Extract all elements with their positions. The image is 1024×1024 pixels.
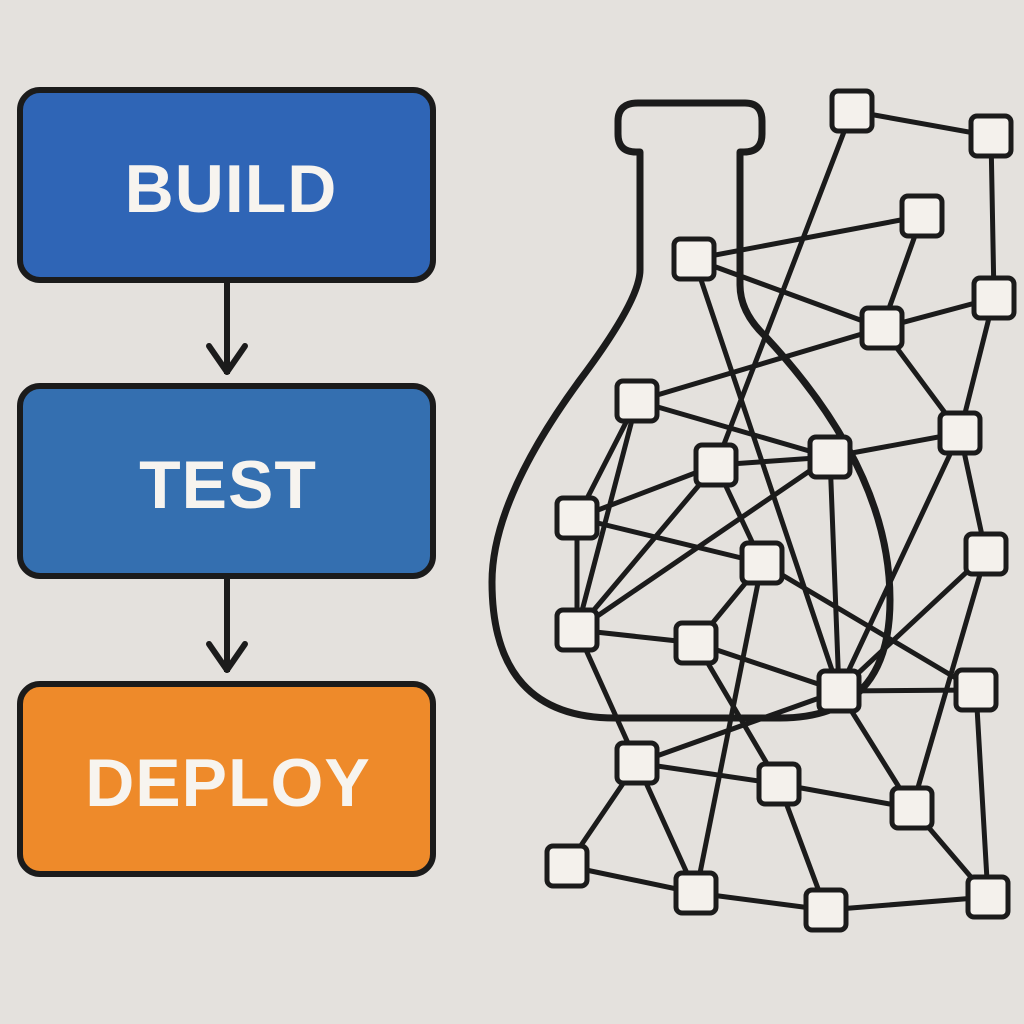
square-node-icon	[889, 785, 935, 831]
square-node-icon	[968, 113, 1014, 159]
graph-edge	[634, 760, 782, 787]
graph-edge	[973, 687, 991, 900]
graph-edge	[693, 560, 765, 896]
square-node-icon	[963, 531, 1009, 577]
graph-edge	[827, 454, 842, 694]
square-node-icon	[554, 607, 600, 653]
graph-edge	[634, 325, 885, 404]
square-node-icon	[673, 870, 719, 916]
arrow-build-to-test	[206, 282, 248, 375]
stage-test-box	[17, 383, 436, 579]
network-nodes	[544, 88, 1017, 933]
square-node-icon	[693, 442, 739, 488]
square-node-icon	[554, 495, 600, 541]
square-node-icon	[756, 761, 802, 807]
square-node-icon	[829, 88, 875, 134]
pipeline: BUILD TEST DEPLOY	[17, 87, 436, 877]
graph-edge	[823, 894, 991, 913]
graph-edge	[693, 640, 842, 694]
square-node-icon	[807, 434, 853, 480]
graph-edge	[849, 108, 994, 139]
graph-edge	[691, 213, 925, 262]
graph-edge	[988, 133, 997, 301]
graph-edge	[574, 454, 833, 633]
arrow-test-to-deploy	[206, 578, 248, 673]
square-node-icon	[816, 668, 862, 714]
stage-build-label: BUILD	[125, 151, 338, 227]
square-node-icon	[614, 740, 660, 786]
stage-deploy: DEPLOY	[17, 681, 436, 877]
graph-edge	[909, 551, 989, 811]
square-node-icon	[953, 667, 999, 713]
graph-edge	[713, 108, 855, 468]
stage-build: BUILD	[17, 87, 436, 283]
graph-edge	[693, 640, 782, 787]
square-node-icon	[673, 620, 719, 666]
stage-deploy-box	[17, 681, 436, 877]
stage-test: TEST	[17, 383, 436, 579]
stage-deploy-label: DEPLOY	[85, 745, 371, 821]
square-node-icon	[859, 305, 905, 351]
graph-edge	[574, 515, 765, 566]
graph-edge	[691, 256, 842, 694]
graph-edge	[836, 551, 989, 694]
square-node-icon	[614, 378, 660, 424]
graph-edge	[574, 398, 640, 633]
graph-edge	[634, 398, 833, 460]
square-node-icon	[965, 874, 1011, 920]
stage-test-label: TEST	[139, 447, 317, 523]
square-node-icon	[899, 193, 945, 239]
graph-edge	[836, 687, 979, 694]
square-node-icon	[937, 410, 983, 456]
graph-edge	[691, 256, 885, 331]
graph-edge	[574, 462, 719, 521]
stage-build-box	[17, 87, 436, 283]
graph-edge	[634, 688, 842, 766]
square-node-icon	[671, 236, 717, 282]
square-node-icon	[971, 275, 1017, 321]
square-node-icon	[739, 540, 785, 586]
graph-edge	[836, 430, 963, 694]
graph-edge	[574, 462, 719, 633]
square-node-icon	[803, 887, 849, 933]
square-node-icon	[544, 843, 590, 889]
